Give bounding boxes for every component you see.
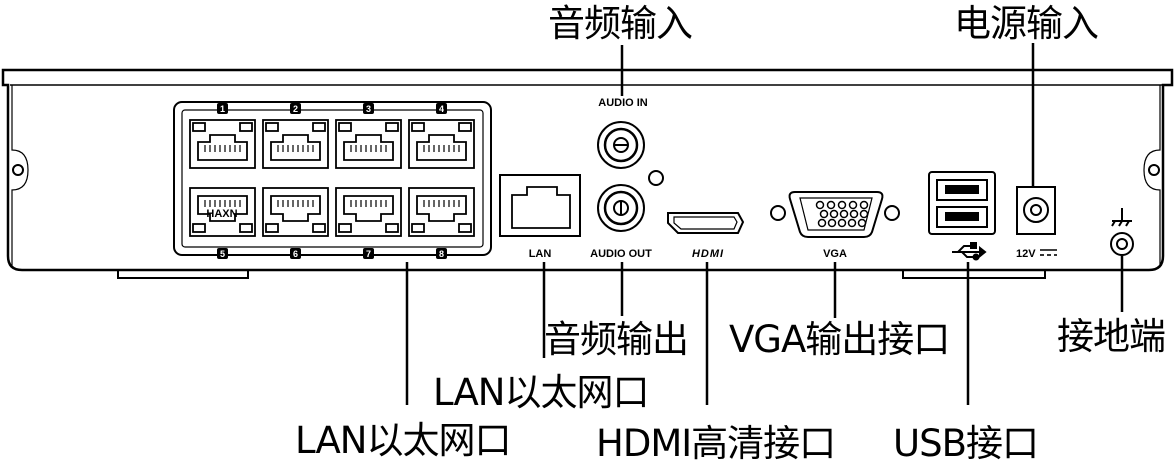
svg-text:6: 6 (293, 249, 298, 259)
vga-pin (847, 218, 857, 228)
rj45-port[interactable] (408, 187, 475, 237)
rj45-port[interactable] (408, 119, 475, 169)
audio-in-panel-label: AUDIO IN (598, 97, 648, 109)
audio-indicator-led (648, 170, 664, 186)
callout-audio-out: 音频输出 (544, 318, 689, 361)
port-number-badge: 5 (217, 248, 228, 259)
vga-pins (815, 200, 869, 228)
rj45-port-array: HAXN (189, 119, 475, 237)
vga-pin (848, 200, 858, 210)
vga-pin (859, 209, 869, 219)
callout-hdmi: HDMI高清接口 (596, 422, 836, 465)
vga-pin (849, 209, 859, 219)
lan-port[interactable] (499, 174, 581, 237)
vga-pin (837, 200, 847, 210)
svg-text:5: 5 (220, 249, 225, 259)
usb-icon (952, 242, 987, 261)
poe-port-block (173, 101, 492, 256)
hdmi-port[interactable] (667, 212, 745, 234)
hdmi-panel-label: HDMI (692, 248, 724, 260)
svg-text:4: 4 (439, 104, 444, 114)
vga-panel-label: VGA (823, 248, 847, 260)
vga-pin (857, 218, 867, 228)
callout-lan-lower: LAN以太网口 (295, 419, 511, 462)
power-dc-jack[interactable] (1016, 186, 1056, 235)
port-number-badge: 1 (217, 103, 228, 114)
rj45-port[interactable] (335, 187, 402, 237)
vga-port[interactable] (788, 191, 884, 238)
port-number-badge: 4 (436, 103, 447, 114)
vga-pin (829, 209, 839, 219)
audio-out-panel-label: AUDIO OUT (590, 248, 652, 260)
callout-vga: VGA输出接口 (729, 318, 950, 361)
ground-icon (1111, 208, 1132, 227)
rj45-port[interactable] (262, 187, 329, 237)
vga-pin (826, 200, 836, 210)
usb-ports[interactable] (928, 171, 996, 235)
vga-pin (815, 200, 825, 210)
callout-ground: 接地端 (1057, 315, 1166, 358)
leader-lines (405, 43, 1124, 405)
audio-in-jack[interactable] (597, 121, 645, 169)
port-number-badge: 7 (363, 248, 374, 259)
port-number-badge: 8 (436, 248, 447, 259)
callout-lan-upper: LAN以太网口 (433, 371, 649, 414)
vga-pin (837, 218, 847, 228)
port-number-badge: 6 (290, 248, 301, 259)
svg-text:1: 1 (220, 104, 225, 114)
rj45-port[interactable] (189, 119, 256, 169)
rj45-port[interactable] (189, 187, 256, 237)
callout-power-in: 电源输入 (954, 2, 1099, 45)
svg-text:7: 7 (366, 249, 371, 259)
vga-pin (819, 209, 829, 219)
chassis (1, 68, 1174, 279)
power-panel-label: 12V (1016, 248, 1036, 260)
vga-pin (827, 218, 837, 228)
vga-pin (839, 209, 849, 219)
callout-audio-in: 音频输入 (548, 2, 693, 45)
callout-usb: USB接口 (893, 422, 1039, 465)
vga-screw-left (770, 205, 786, 221)
audio-out-jack[interactable] (597, 184, 645, 232)
rj45-port[interactable] (262, 119, 329, 169)
port-number-badge: 2 (290, 103, 301, 114)
dc-symbol-icon (1040, 249, 1057, 256)
ground-terminal[interactable] (1110, 232, 1134, 256)
poe-badge-label: HAXN (206, 208, 237, 220)
vga-pin (817, 218, 827, 228)
lan-panel-label: LAN (529, 248, 552, 260)
svg-text:3: 3 (366, 104, 371, 114)
port-number-badges: 1 5 2 6 3 7 4 8 (217, 103, 447, 259)
port-number-badge: 3 (363, 103, 374, 114)
mounting-holes (12, 164, 1160, 176)
svg-text:8: 8 (439, 249, 444, 259)
vga-pin (859, 200, 869, 210)
svg-text:2: 2 (293, 104, 298, 114)
rj45-port[interactable] (335, 119, 402, 169)
vga-screw-right (884, 205, 900, 221)
